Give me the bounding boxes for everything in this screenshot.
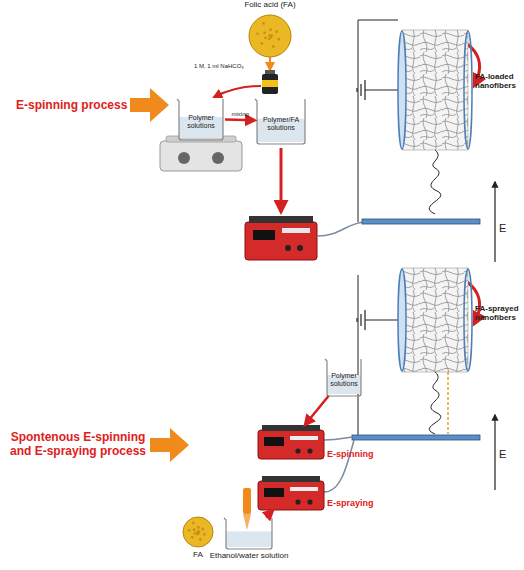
tube (317, 222, 364, 236)
axle (365, 89, 400, 90)
orange-arrow (269, 57, 271, 70)
ground-symbol (357, 80, 365, 100)
node-text: Polymer solutions (328, 372, 360, 388)
pump-outline (258, 476, 324, 510)
node-text: Folic acid (FA) (228, 0, 312, 9)
annotation-label: 1 M, 1 ml NaHCO₃ (194, 63, 244, 69)
syringe-pump: E-spraying (258, 476, 324, 510)
node-text: FA-sprayed nanofibers (475, 304, 522, 322)
edge-label: mixing (232, 111, 249, 117)
red-arrow (280, 148, 283, 212)
drum-outline (398, 268, 472, 372)
node-text: FA-loaded nanofibers (475, 72, 522, 90)
beaker-node: Polymer solutions (325, 358, 363, 396)
ground-symbol (357, 310, 365, 330)
annotation-label: Spontenous E-spinning and E-spraying pro… (8, 430, 148, 459)
spray-jet (447, 372, 449, 434)
pump-outline (258, 425, 324, 459)
beaker-node: Polymer solutions (177, 98, 225, 140)
collector-drum: FA-sprayed nanofibers (398, 268, 472, 372)
node-text: Polymer solutions (180, 114, 222, 130)
annotation-label: E (499, 448, 506, 460)
annotation-label: E-spinning process (16, 98, 127, 112)
orange-block-arrow (130, 88, 169, 122)
collector-plate (352, 435, 480, 440)
beaker-outline (224, 517, 274, 549)
node-text: E-spraying (327, 498, 374, 508)
dish-node: FA (182, 516, 214, 548)
syringe-pump (245, 216, 317, 260)
dish-outline (182, 516, 214, 548)
tube (324, 440, 354, 492)
connector-arrow (225, 118, 255, 121)
field-arrow (494, 415, 495, 490)
drum-outline (398, 30, 472, 150)
frame-line (358, 275, 359, 436)
tube (324, 437, 352, 440)
connector-arrow (266, 510, 273, 517)
beaker-node: Polymer/FA solutions (255, 98, 307, 144)
axle (365, 319, 400, 320)
frame-line (358, 20, 359, 222)
jet-spiral (429, 372, 441, 434)
magnetic-stirrer (160, 136, 242, 171)
dish-node: Folic acid (FA) (238, 0, 302, 58)
jet-spiral (429, 150, 441, 214)
syringe-pump: E-spinning (258, 425, 324, 459)
connector-arrow (305, 396, 329, 425)
collector-plate (362, 219, 480, 224)
collector-drum: FA-loaded nanofibers (398, 30, 472, 150)
beaker-node: Ethanol/water solution (224, 517, 274, 549)
field-arrow (494, 182, 495, 262)
node-text: Polymer/FA solutions (258, 116, 304, 132)
red-arrow (214, 86, 261, 97)
frame-line (358, 20, 398, 21)
annotation-label: E (499, 222, 506, 234)
node-text: E-spinning (327, 449, 374, 459)
orange-block-arrow (150, 428, 189, 462)
node-text: Ethanol/water solution (194, 551, 304, 560)
pipette (243, 488, 251, 530)
vial (262, 70, 278, 94)
